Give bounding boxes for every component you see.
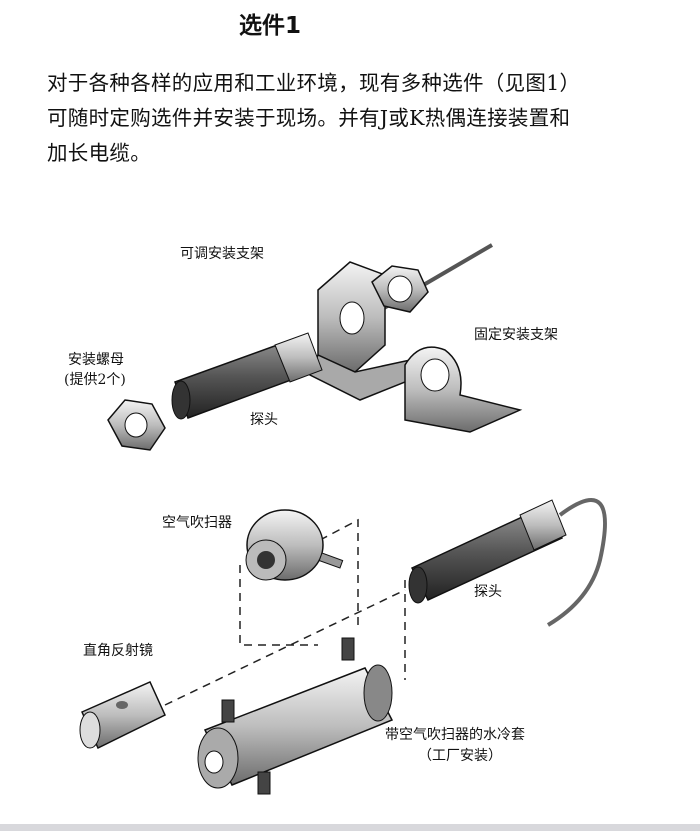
paragraph-line: 对于各种各样的应用和工业环境，现有多种选件（见图1）: [47, 71, 581, 95]
label-fixed-bracket: 固定安装支架: [474, 327, 558, 343]
probe-bottom-shape: [408, 498, 607, 627]
label-right-angle-mirror: 直角反射镜: [83, 643, 153, 659]
paragraph-line: 加长电缆。: [47, 141, 151, 165]
hex-nut-left: [107, 399, 166, 451]
section-title: 选件1: [238, 13, 301, 39]
label-water-jacket: 带空气吹扫器的水冷套: [385, 727, 525, 743]
probe-top-shape: [171, 332, 323, 420]
hex-nut-top: [371, 265, 429, 313]
dashed-guides: [164, 518, 406, 706]
label-water-jacket-note: （工厂安装）: [418, 748, 502, 764]
water-jacket-shape: [197, 637, 394, 795]
right-angle-mirror-shape: [79, 681, 166, 750]
label-mounting-nut: 安装螺母: [68, 352, 124, 368]
label-mounting-nut-note: (提供2个): [64, 372, 126, 388]
fixed-bracket-shape: [404, 346, 523, 433]
label-adjustable-bracket: 可调安装支架: [180, 246, 264, 262]
label-probe-bottom: 探头: [474, 584, 502, 600]
air-purge-shape: [245, 509, 344, 581]
label-air-purge: 空气吹扫器: [162, 515, 232, 531]
intro-paragraph: 对于各种各样的应用和工业环境，现有多种选件（见图1） 可随时定购选件并安装于现场…: [47, 66, 667, 171]
bottom-divider: [0, 824, 700, 831]
label-probe-top: 探头: [250, 412, 278, 428]
paragraph-line: 可随时定购选件并安装于现场。并有J或K热偶连接装置和: [47, 106, 571, 130]
